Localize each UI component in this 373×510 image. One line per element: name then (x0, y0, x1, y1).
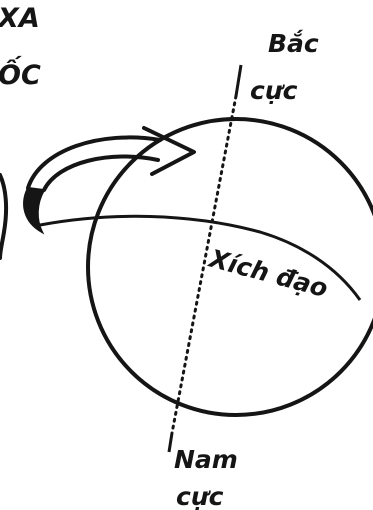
corner-title-line2: ỐC (0, 55, 41, 91)
left-edge-fragment (0, 175, 6, 258)
south-pole-label-line1: Nam (174, 445, 238, 474)
equator-label: Xích đạo (205, 243, 331, 303)
south-axis-tip (169, 433, 172, 452)
north-pole-label-line2: cực (250, 76, 298, 105)
north-pole-label-line1: Bắc (268, 29, 319, 58)
north-axis-tip (236, 65, 241, 96)
corner-title-line1: XA (0, 3, 40, 34)
south-pole-label-line2: cực (176, 482, 224, 510)
